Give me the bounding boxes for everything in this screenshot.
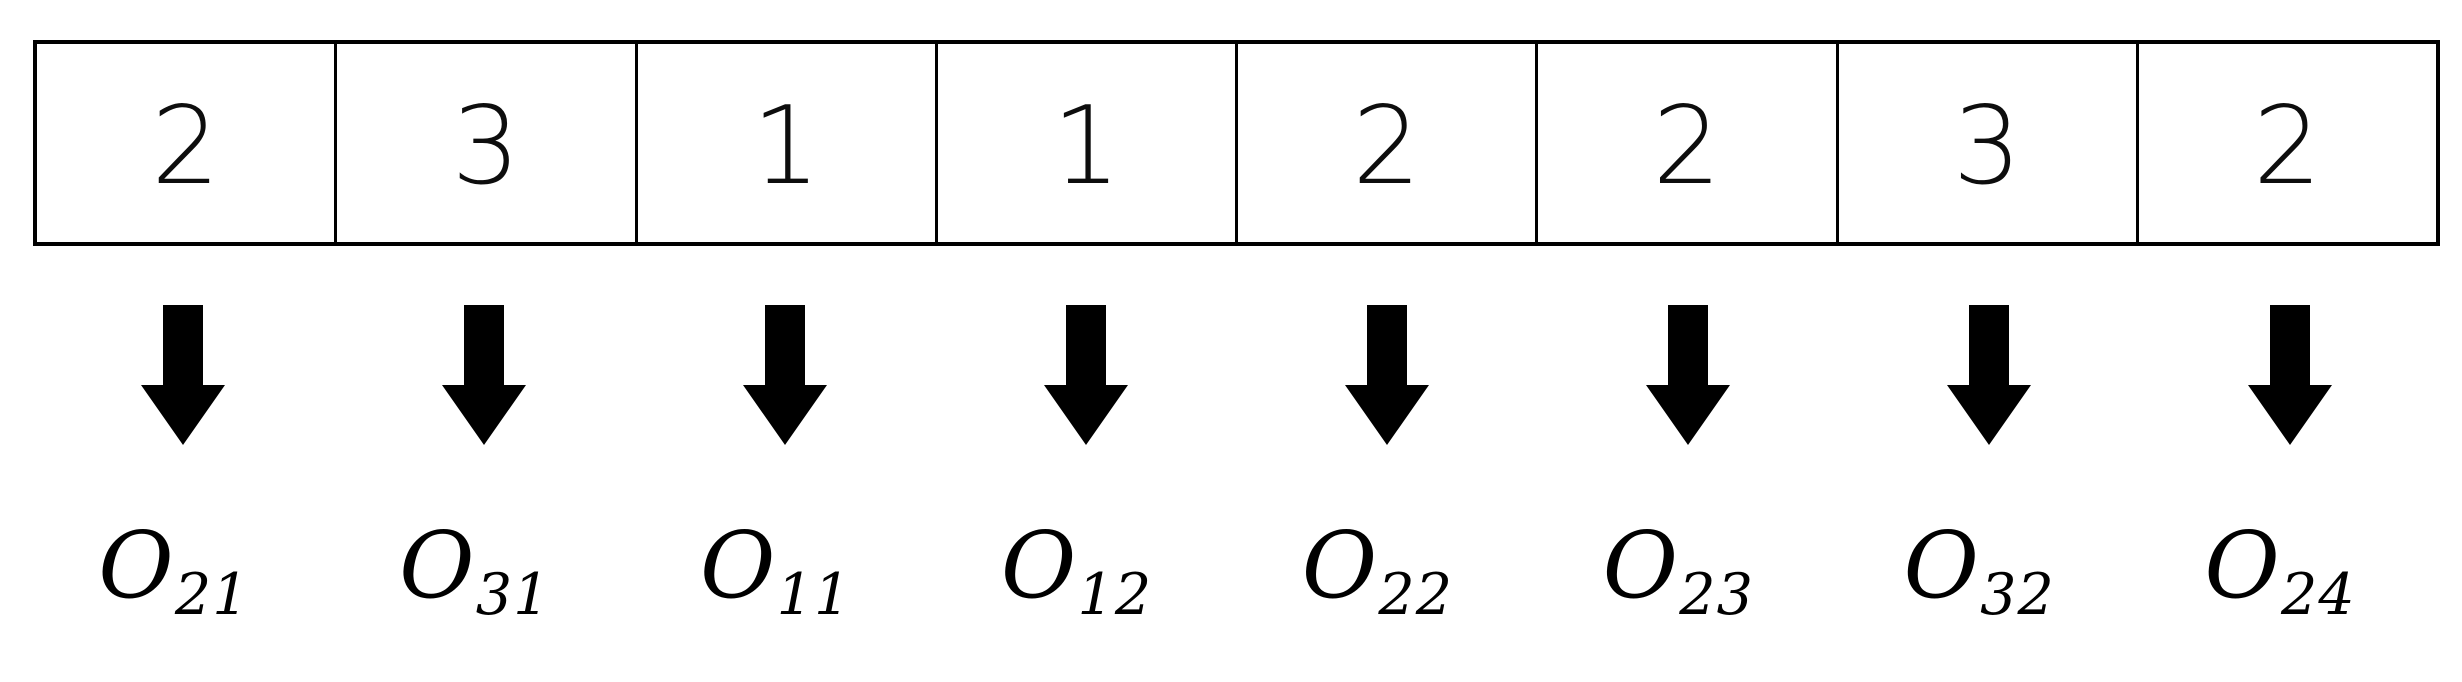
array-cell-value: 2 [2253,84,2322,209]
array-cell: 3 [1838,44,2139,242]
arrow-row [33,305,2440,450]
operation-label-subscript: 32 [1980,562,2055,629]
array-cell-value: 1 [751,84,821,209]
label-slot: O24 [2139,520,2440,660]
operation-label-base: O [1301,512,1378,619]
array-cell: 2 [2138,44,2436,242]
operation-label: O32 [1904,520,2054,624]
arrow-down-icon [442,305,527,445]
arrow-down-icon [1645,305,1730,445]
array-cell: 2 [1538,44,1839,242]
array-cell-value: 2 [1652,84,1722,209]
arrow-down-icon [1344,305,1429,445]
arrow-slot [334,305,635,450]
label-slot: O22 [1237,520,1538,660]
label-slot: O21 [33,520,334,660]
array-cell-value: 3 [1952,84,2022,209]
operation-label-base: O [2204,512,2280,619]
operation-label-subscript: 23 [1679,562,1755,629]
operation-label: O12 [1001,520,1151,624]
array-cell-value: 2 [1352,84,1421,209]
label-slot: O12 [936,520,1237,660]
operation-label-base: O [700,512,776,619]
label-slot: O23 [1537,520,1838,660]
operation-label-base: O [1602,512,1679,619]
operation-label-base: O [98,512,174,619]
operation-label: O31 [399,520,549,624]
label-slot: O32 [1838,520,2139,660]
operation-label-subscript: 22 [1378,562,1454,629]
array-cell: 2 [37,44,338,242]
operation-label-base: O [1903,512,1979,619]
operation-label-subscript: 12 [1077,562,1153,629]
arrow-slot [2139,305,2440,450]
label-slot: O11 [635,520,936,660]
arrow-slot [1537,305,1838,450]
arrow-down-icon [743,305,828,445]
operation-label: O24 [2204,520,2354,624]
arrow-down-icon [141,305,226,445]
arrow-slot [936,305,1237,450]
arrow-slot [1237,305,1538,450]
operation-label-base: O [1000,512,1077,619]
arrow-down-icon [2247,305,2332,445]
operation-label: O21 [98,520,248,624]
operation-label: O22 [1302,520,1452,624]
operation-label-row: O21 O31 O11 O12 O22 O23 O32 O24 [33,520,2440,660]
arrow-slot [33,305,334,450]
arrow-slot [1838,305,2139,450]
array-cell: 2 [1238,44,1539,242]
operation-label-subscript: 24 [2280,562,2356,629]
array-cell-value: 1 [1052,84,1121,209]
value-array: 2 3 1 1 2 2 3 2 [33,40,2440,246]
array-cell: 3 [337,44,638,242]
label-slot: O31 [334,520,635,660]
array-cell-value: 3 [451,84,521,209]
array-cell: 1 [937,44,1238,242]
operation-label-base: O [399,512,475,619]
operation-label-subscript: 11 [776,562,852,629]
arrow-slot [635,305,936,450]
array-cell-value: 2 [151,84,220,209]
arrow-down-icon [1946,305,2031,445]
arrow-down-icon [1044,305,1129,445]
operation-label: O23 [1603,520,1753,624]
operation-label: O11 [700,520,850,624]
operation-label-subscript: 31 [475,562,551,629]
array-cell: 1 [637,44,938,242]
operation-label-subscript: 21 [174,562,250,629]
